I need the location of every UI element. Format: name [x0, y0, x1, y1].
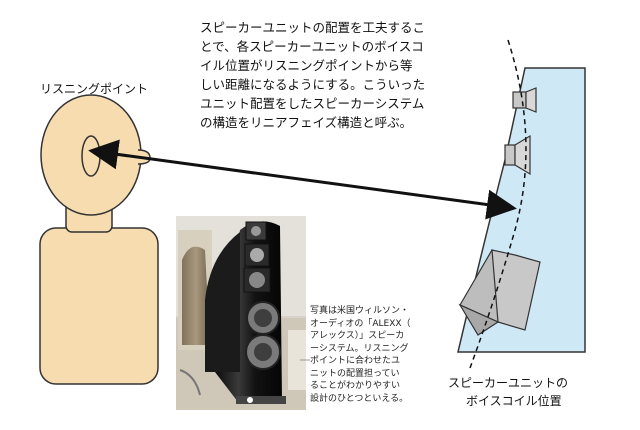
voice-coil-arc	[469, 39, 527, 369]
voice-coil-label-line-2: ボイスコイル位置	[466, 394, 562, 408]
tweeter-icon	[512, 87, 537, 113]
distance-arrow	[88, 139, 517, 220]
speaker-photo	[176, 216, 306, 410]
ear-icon	[81, 135, 101, 177]
listener-figure	[39, 94, 159, 385]
listening-point-label: リスニングポイント	[40, 82, 149, 96]
description-text: スピーカーユニットの配置を工夫するこ とで、各スピーカーユニットのボイスコ イル…	[200, 20, 426, 130]
voice-coil-label-line-1: スピーカーユニットの	[448, 376, 569, 390]
woofer-icon	[458, 249, 541, 336]
photo-caption: 写真は米国ウィルソン・ オーディオの「ALEXX（ アレックス）」スピーカ ーシ…	[310, 306, 411, 404]
listener-body	[39, 227, 159, 385]
speaker-cabinet	[457, 67, 586, 353]
